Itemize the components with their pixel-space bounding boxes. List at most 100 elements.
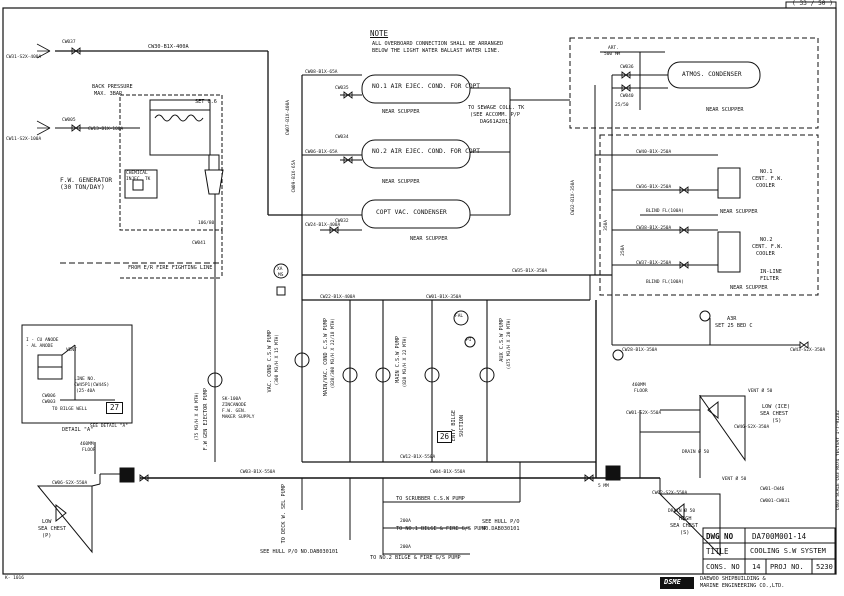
to-no1-bilge: TO NO.1 BILGE & FIRE G/S PUMP	[396, 526, 487, 532]
cooler-2-no: NO.2	[760, 237, 773, 243]
near-scupper-4: NEAR SCUPPER	[706, 107, 744, 113]
blind-flange-2: BLIND FL(100A)	[646, 280, 684, 285]
sewage-label-1: TO SEWAGE COLL. TK	[468, 105, 525, 111]
chemical-label: CHEMICAL	[126, 171, 148, 176]
low-ice-1: LOW (ICE)	[762, 404, 791, 410]
to-bilge-well: TO BILGE WELL	[52, 407, 88, 412]
cons-no-value: 14	[752, 563, 761, 571]
floor-word-right: FLOOR	[634, 389, 648, 394]
pipe-label-cw28: CW28-B1X-350A	[622, 348, 658, 353]
sewage-label-2: (SEE ACCOMM. P/P	[470, 112, 520, 118]
anode-label-2: - AL ANODE	[26, 344, 54, 349]
pipe-label-cw43: CW43-S2X-350A	[790, 348, 826, 353]
pipe-label-cw01: CW01-B1X-350A	[426, 295, 462, 300]
near-scupper-5: NEAR SCUPPER	[720, 209, 758, 215]
cooler-1-no: NO.1	[760, 169, 773, 175]
valve-cw032: CW032	[335, 219, 349, 224]
chemical-tank-label: INJEC. TK	[126, 177, 151, 182]
floor-460-left: 460MM	[80, 442, 94, 447]
fire-fighting-label: FROM E/R FIRE FIGHTING LINE	[128, 265, 213, 271]
see-hull-2b: NO.DAB030101	[482, 526, 520, 532]
valve-cw077: CW041	[192, 241, 206, 246]
pump-aux-capacity: (475 M3/H X 20 MTH)	[507, 318, 512, 370]
drain-50-2: DRAIN Ø 50	[668, 509, 696, 514]
company-logo	[660, 577, 694, 589]
a3r-label: A3R	[727, 316, 737, 322]
near-scupper-1: NEAR SCUPPER	[382, 109, 420, 115]
zinc-label-2: ZINCANODE	[222, 403, 247, 408]
near-scupper-2: NEAR SCUPPER	[382, 179, 420, 185]
pipe-label-cw24: CW24-B1X-400A	[305, 223, 341, 228]
pipe-label-cw06: CW06-B1X-65A	[305, 150, 338, 155]
pipe-label-cw01s: CW01-S2X-550A	[626, 411, 662, 416]
set-label-1: SET 25 BED C	[715, 323, 753, 329]
vent-50-1: VENT Ø 50	[748, 389, 773, 394]
pipe-350a: 350A	[604, 220, 609, 231]
vent-50-2: VENT Ø 50	[722, 477, 747, 482]
condenser-2-label: NO.2 AIR EJEC. COND. FOR COPT	[372, 148, 481, 155]
pipe-200a-1: 200A	[400, 519, 411, 524]
high-sea-chest-3: (S)	[680, 530, 690, 536]
copt-vac-condenser-label: COPT VAC. CONDENSER	[376, 209, 447, 216]
zinc-label-1: SK-100A	[222, 397, 241, 402]
pipe-label-cw13: CW13-B1X-100A	[88, 127, 124, 132]
vent-label: VENT	[66, 348, 77, 353]
bilge-suction-1: ENTY BILGE	[451, 410, 457, 442]
pipe-label-cw46: CW46-S2X-350A	[734, 425, 770, 430]
stamp-2: CW001-CW031	[760, 499, 790, 504]
badge-26: 26	[437, 431, 453, 443]
anode-label-1: I - CU ANODE	[26, 338, 59, 343]
pipe-250a: 250A	[621, 245, 626, 256]
pipe-label-cw32: CW32-B1X-350A	[571, 180, 576, 216]
title-key: TITLE	[706, 547, 729, 556]
valve-cw037: CW037	[62, 40, 76, 45]
see-hull-2a: SEE HULL P/O	[482, 519, 520, 525]
low-ice-2: SEA CHEST	[760, 411, 789, 417]
stamp-1: CW01-CW46	[760, 487, 785, 492]
pipe-106-label: 106/80	[198, 221, 215, 226]
zinc-label-4: MAKER SUPPLY	[222, 415, 255, 420]
atmos-condenser-label: ATMOS. CONDENSER	[682, 71, 742, 78]
title-value: COOLING S.W SYSTEM	[750, 547, 826, 555]
left-code: K- 1016	[5, 576, 24, 581]
valve-cw035: CW035	[335, 86, 349, 91]
cooler-2-word: COOLER	[756, 251, 775, 257]
line-no-1: LINE NO.	[74, 377, 96, 382]
instrument-pi: PI	[466, 338, 472, 343]
valve-cw040: CW040	[620, 94, 634, 99]
valve-cw034: CW034	[335, 135, 349, 140]
pump-main-vac: MAIN/VAC. COND C.S.W PUMP	[323, 318, 329, 397]
pump-main: MAIN C.S.W PUMP	[395, 336, 401, 383]
line-no-3: (25-40A	[76, 389, 95, 394]
high-sea-chest-2: SEA CHEST	[670, 523, 699, 529]
instrument-ms: MS	[278, 273, 284, 278]
pipe-label-cw35: CW35-B1X-350A	[512, 269, 548, 274]
dwg-no-key: DWG NO	[706, 532, 734, 541]
low-sea-chest-p-1: LOW	[42, 519, 52, 525]
fw-generator-capacity: (30 TON/DAY)	[60, 184, 105, 191]
pipe-label-cw12: CW12-B1X-550A	[400, 455, 436, 460]
proj-no-value: 5230	[816, 563, 833, 571]
floor-460-right: 460MM	[632, 383, 646, 388]
max-bar-label: MAX. 3BAR	[94, 91, 123, 97]
cooler-1-type: CENT. F.W.	[752, 176, 784, 182]
proj-no-key: PROJ NO.	[770, 563, 804, 571]
low-sea-chest-p-3: (P)	[42, 533, 52, 539]
pipe-label-cw09: CW09-B1X-65A	[292, 160, 297, 193]
pipe-label-cw11: CW11-S2X-100A	[6, 137, 42, 142]
sewage-label-3: DAG61A201)	[480, 119, 512, 125]
floor-word-left: FLOOR	[82, 448, 96, 453]
pump-main-capacity: (820 M3/H X 22 MTH)	[403, 336, 408, 388]
detail-a-caption: DETAIL "A"	[62, 427, 94, 433]
low-sea-chest-p-2: SEA CHEST	[38, 526, 67, 532]
pipe-label-cw02: CW02-S2X-550A	[652, 491, 688, 496]
pump-vac-cond-capacity: (300 M3/H X 15 MTH)	[275, 334, 280, 386]
pump-fw-ejector: F.W GEN EJECTOR PUMP	[203, 388, 209, 451]
edge-text: C603 SCALE C03 RO74 YECYGAY 1-7-91282	[836, 410, 841, 511]
near-scupper-6: NEAR SCUPPER	[730, 285, 768, 291]
valve-cw036: CW036	[620, 65, 634, 70]
pipe-label-cw36: CW36-B1X-250A	[636, 185, 672, 190]
fw-generator-label: F.W. GENERATOR	[60, 177, 113, 184]
cw006-label: CW006	[42, 394, 56, 399]
